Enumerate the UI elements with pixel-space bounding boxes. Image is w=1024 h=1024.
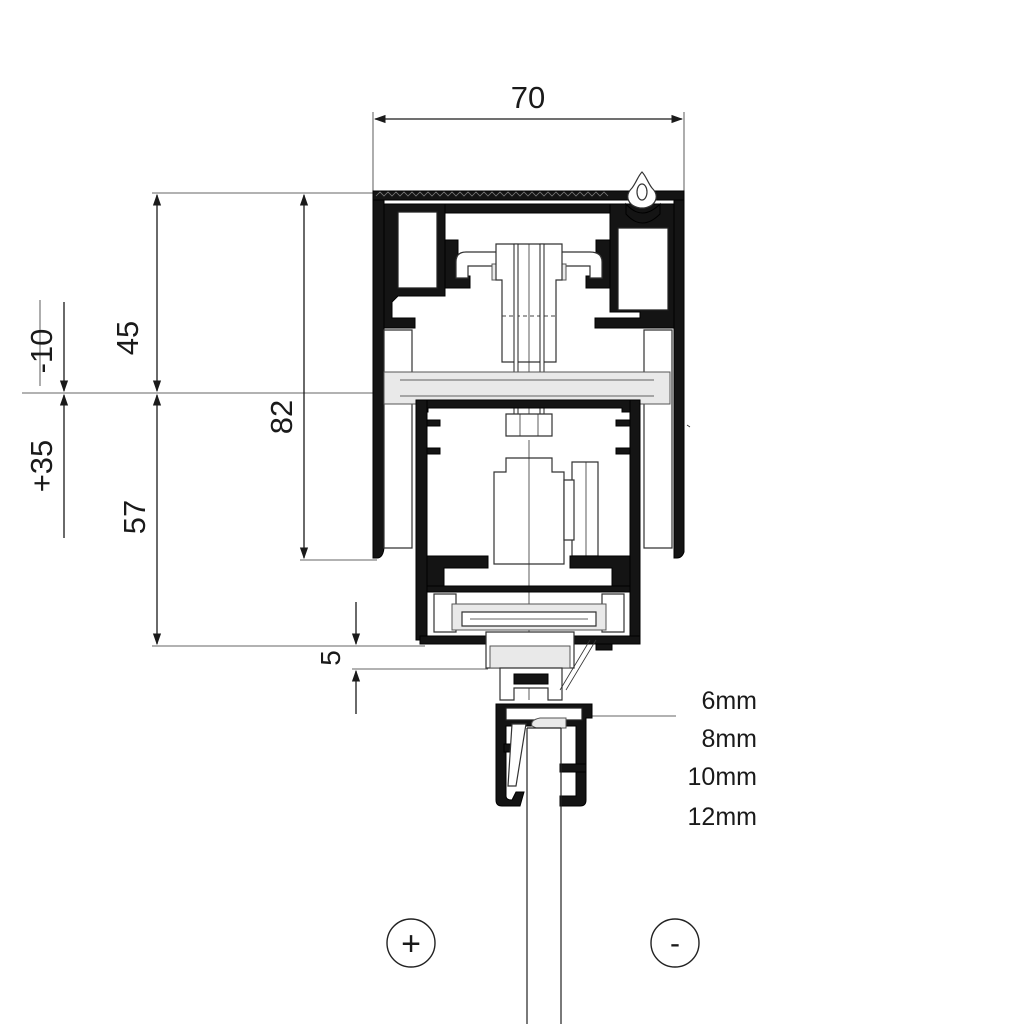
dim-gap-5: 5 (315, 650, 346, 666)
track-profile (372, 171, 685, 700)
minus-symbol: - (650, 918, 700, 968)
dim-height-45: 45 (110, 321, 145, 355)
plus-symbol: + (386, 918, 436, 968)
glass-option-8mm: 8mm (701, 725, 757, 753)
dim-width-70: 70 (511, 80, 545, 115)
dim-height-57: 57 (117, 500, 152, 534)
glass-option-6mm: 6mm (701, 687, 757, 715)
glass-thickness-list: 6mm 8mm 10mm 12mm (688, 687, 757, 831)
dim-adjust-plus-35: +35 (24, 440, 59, 493)
dim-height-82: 82 (264, 400, 299, 434)
glass-option-12mm: 12mm (688, 803, 757, 831)
glass-panel (526, 727, 562, 1024)
glass-option-10mm: 10mm (688, 763, 757, 791)
dimension-labels: 70 45 82 57 -10 +35 5 (24, 80, 545, 666)
dim-adjust-minus-10: -10 (24, 329, 59, 374)
plus-label: + (401, 925, 421, 963)
minus-label: - (670, 927, 680, 960)
dimension-lines (22, 112, 685, 717)
glass-clamp (485, 631, 597, 807)
